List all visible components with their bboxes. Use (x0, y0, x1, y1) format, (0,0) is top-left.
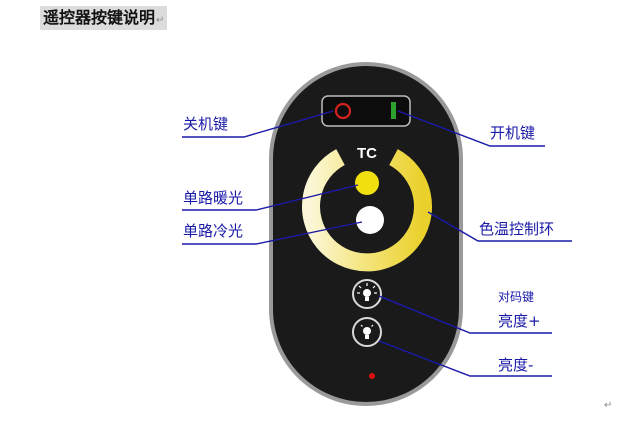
indicator-led (369, 373, 375, 379)
brand-logo: TC (357, 145, 377, 162)
end-paragraph-mark: ↵ (604, 400, 613, 411)
brightness-up-button[interactable] (352, 279, 382, 309)
callout-line-ring (427, 211, 572, 242)
label-brightness-down: 亮度- (498, 356, 534, 374)
remote-face (273, 66, 459, 402)
heading-text: 遥控器按键说明 (43, 8, 156, 27)
callout-line-brightness-down (378, 340, 552, 377)
callout-line-power-off (182, 110, 334, 138)
power-on-icon[interactable] (391, 102, 396, 119)
power-off-icon[interactable] (334, 102, 352, 120)
callout-line-brightness-up (378, 295, 552, 334)
bulb-bright-icon (363, 289, 371, 297)
callout-line-warm (182, 184, 359, 211)
bulb-dim-icon (363, 327, 371, 335)
label-cool-light: 单路冷光 (183, 222, 244, 240)
callout-line-cool (182, 221, 363, 245)
label-power-off: 关机键 (183, 115, 229, 133)
document-heading: 遥控器按键说明↵ (40, 6, 168, 30)
warm-light-button[interactable] (355, 171, 379, 195)
color-temp-ring[interactable] (302, 149, 432, 272)
brightness-down-button[interactable] (352, 317, 382, 347)
label-brightness-up: 亮度+ (498, 312, 541, 330)
cool-light-button[interactable] (356, 206, 384, 234)
callout-line-power-on (397, 110, 545, 147)
paragraph-mark: ↵ (156, 15, 165, 26)
label-color-temp-ring: 色温控制环 (479, 220, 555, 238)
label-warm-light: 单路暖光 (183, 189, 244, 207)
label-pairing-key: 对码键 (498, 290, 535, 304)
label-power-on: 开机键 (490, 124, 536, 142)
